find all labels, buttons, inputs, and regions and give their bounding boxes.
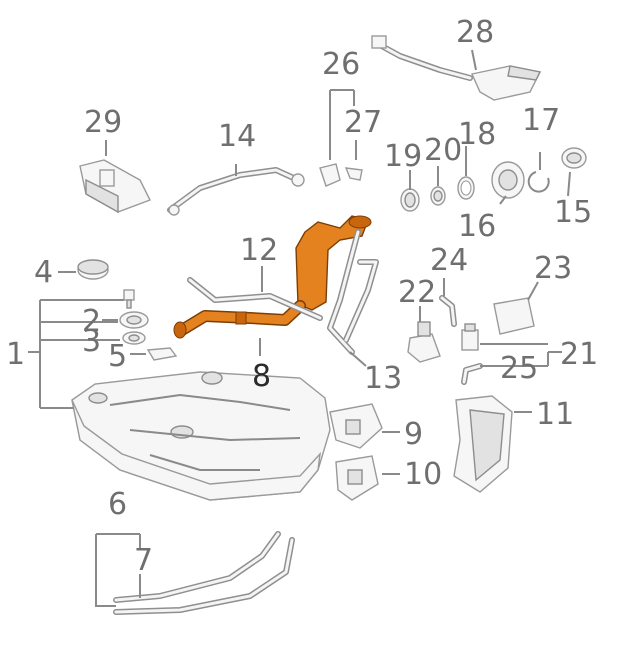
part-6-strap[interactable]	[113, 531, 281, 603]
part-5-pad[interactable]	[146, 347, 178, 361]
part-10-bracket[interactable]	[335, 455, 379, 501]
callout-14: 14	[218, 119, 256, 154]
part-7-strap[interactable]	[113, 537, 295, 615]
callout-12: 12	[240, 233, 278, 268]
callout-15: 15	[554, 195, 592, 230]
part-28-harness[interactable]	[371, 35, 542, 101]
callout-16: 16	[458, 209, 496, 244]
part-12-pipe[interactable]	[187, 277, 323, 321]
part-16-housing[interactable]	[491, 161, 525, 199]
part-24-hose[interactable]	[439, 295, 457, 327]
part-11-shield[interactable]	[453, 395, 513, 493]
callout-20: 20	[424, 133, 462, 168]
part-3-ring[interactable]	[122, 331, 146, 345]
part-14-hose[interactable]	[167, 167, 305, 216]
callout-2: 2	[82, 304, 101, 339]
part-8-filler-pipe[interactable]	[173, 215, 372, 339]
leader-lines	[28, 49, 571, 607]
callout-27: 27	[344, 105, 382, 140]
callout-28: 28	[456, 15, 494, 50]
callout-8: 8	[252, 359, 271, 394]
part-27-clip[interactable]	[344, 167, 363, 181]
callout-11: 11	[536, 397, 574, 432]
part-19-ring[interactable]	[400, 188, 420, 212]
part-25-hose[interactable]	[461, 363, 483, 385]
callout-10: 10	[404, 457, 442, 492]
callout-3: 3	[82, 324, 101, 359]
part-20-ring[interactable]	[430, 186, 446, 206]
callout-22: 22	[398, 275, 436, 310]
callout-9: 9	[404, 417, 423, 452]
callout-19: 19	[384, 139, 422, 174]
callout-7: 7	[134, 543, 153, 578]
fuel-tank[interactable]	[71, 371, 331, 501]
part-17-clip[interactable]	[527, 171, 550, 193]
callout-6: 6	[108, 487, 127, 522]
callout-21: 21	[560, 337, 598, 372]
part-23-bracket[interactable]	[493, 297, 535, 335]
callout-26: 26	[322, 47, 360, 82]
part-22-valve[interactable]	[407, 321, 441, 363]
callout-29: 29	[84, 105, 122, 140]
callout-1: 1	[6, 337, 25, 372]
part-bolt[interactable]	[123, 289, 135, 309]
part-18-gasket[interactable]	[457, 176, 475, 200]
callout-17: 17	[522, 103, 560, 138]
callout-25: 25	[500, 351, 538, 386]
part-2-gasket[interactable]	[119, 311, 149, 329]
callout-23: 23	[534, 251, 572, 286]
callout-labels: 1 2 3 4 5 6 7 8 9 10 11 12 13 14 15 16 1…	[6, 15, 598, 578]
part-9-bracket[interactable]	[329, 403, 383, 449]
part-4-cap[interactable]	[77, 259, 109, 280]
callout-13: 13	[364, 361, 402, 396]
part-15-cap[interactable]	[561, 147, 587, 169]
part-29-bracket[interactable]	[79, 159, 151, 214]
part-21-valve[interactable]	[461, 323, 479, 351]
callout-18: 18	[458, 117, 496, 152]
callout-4: 4	[34, 255, 53, 290]
part-26-clip[interactable]	[319, 163, 341, 187]
part-13-pipe[interactable]	[327, 229, 379, 355]
callout-5: 5	[108, 339, 127, 374]
callout-24: 24	[430, 243, 468, 278]
